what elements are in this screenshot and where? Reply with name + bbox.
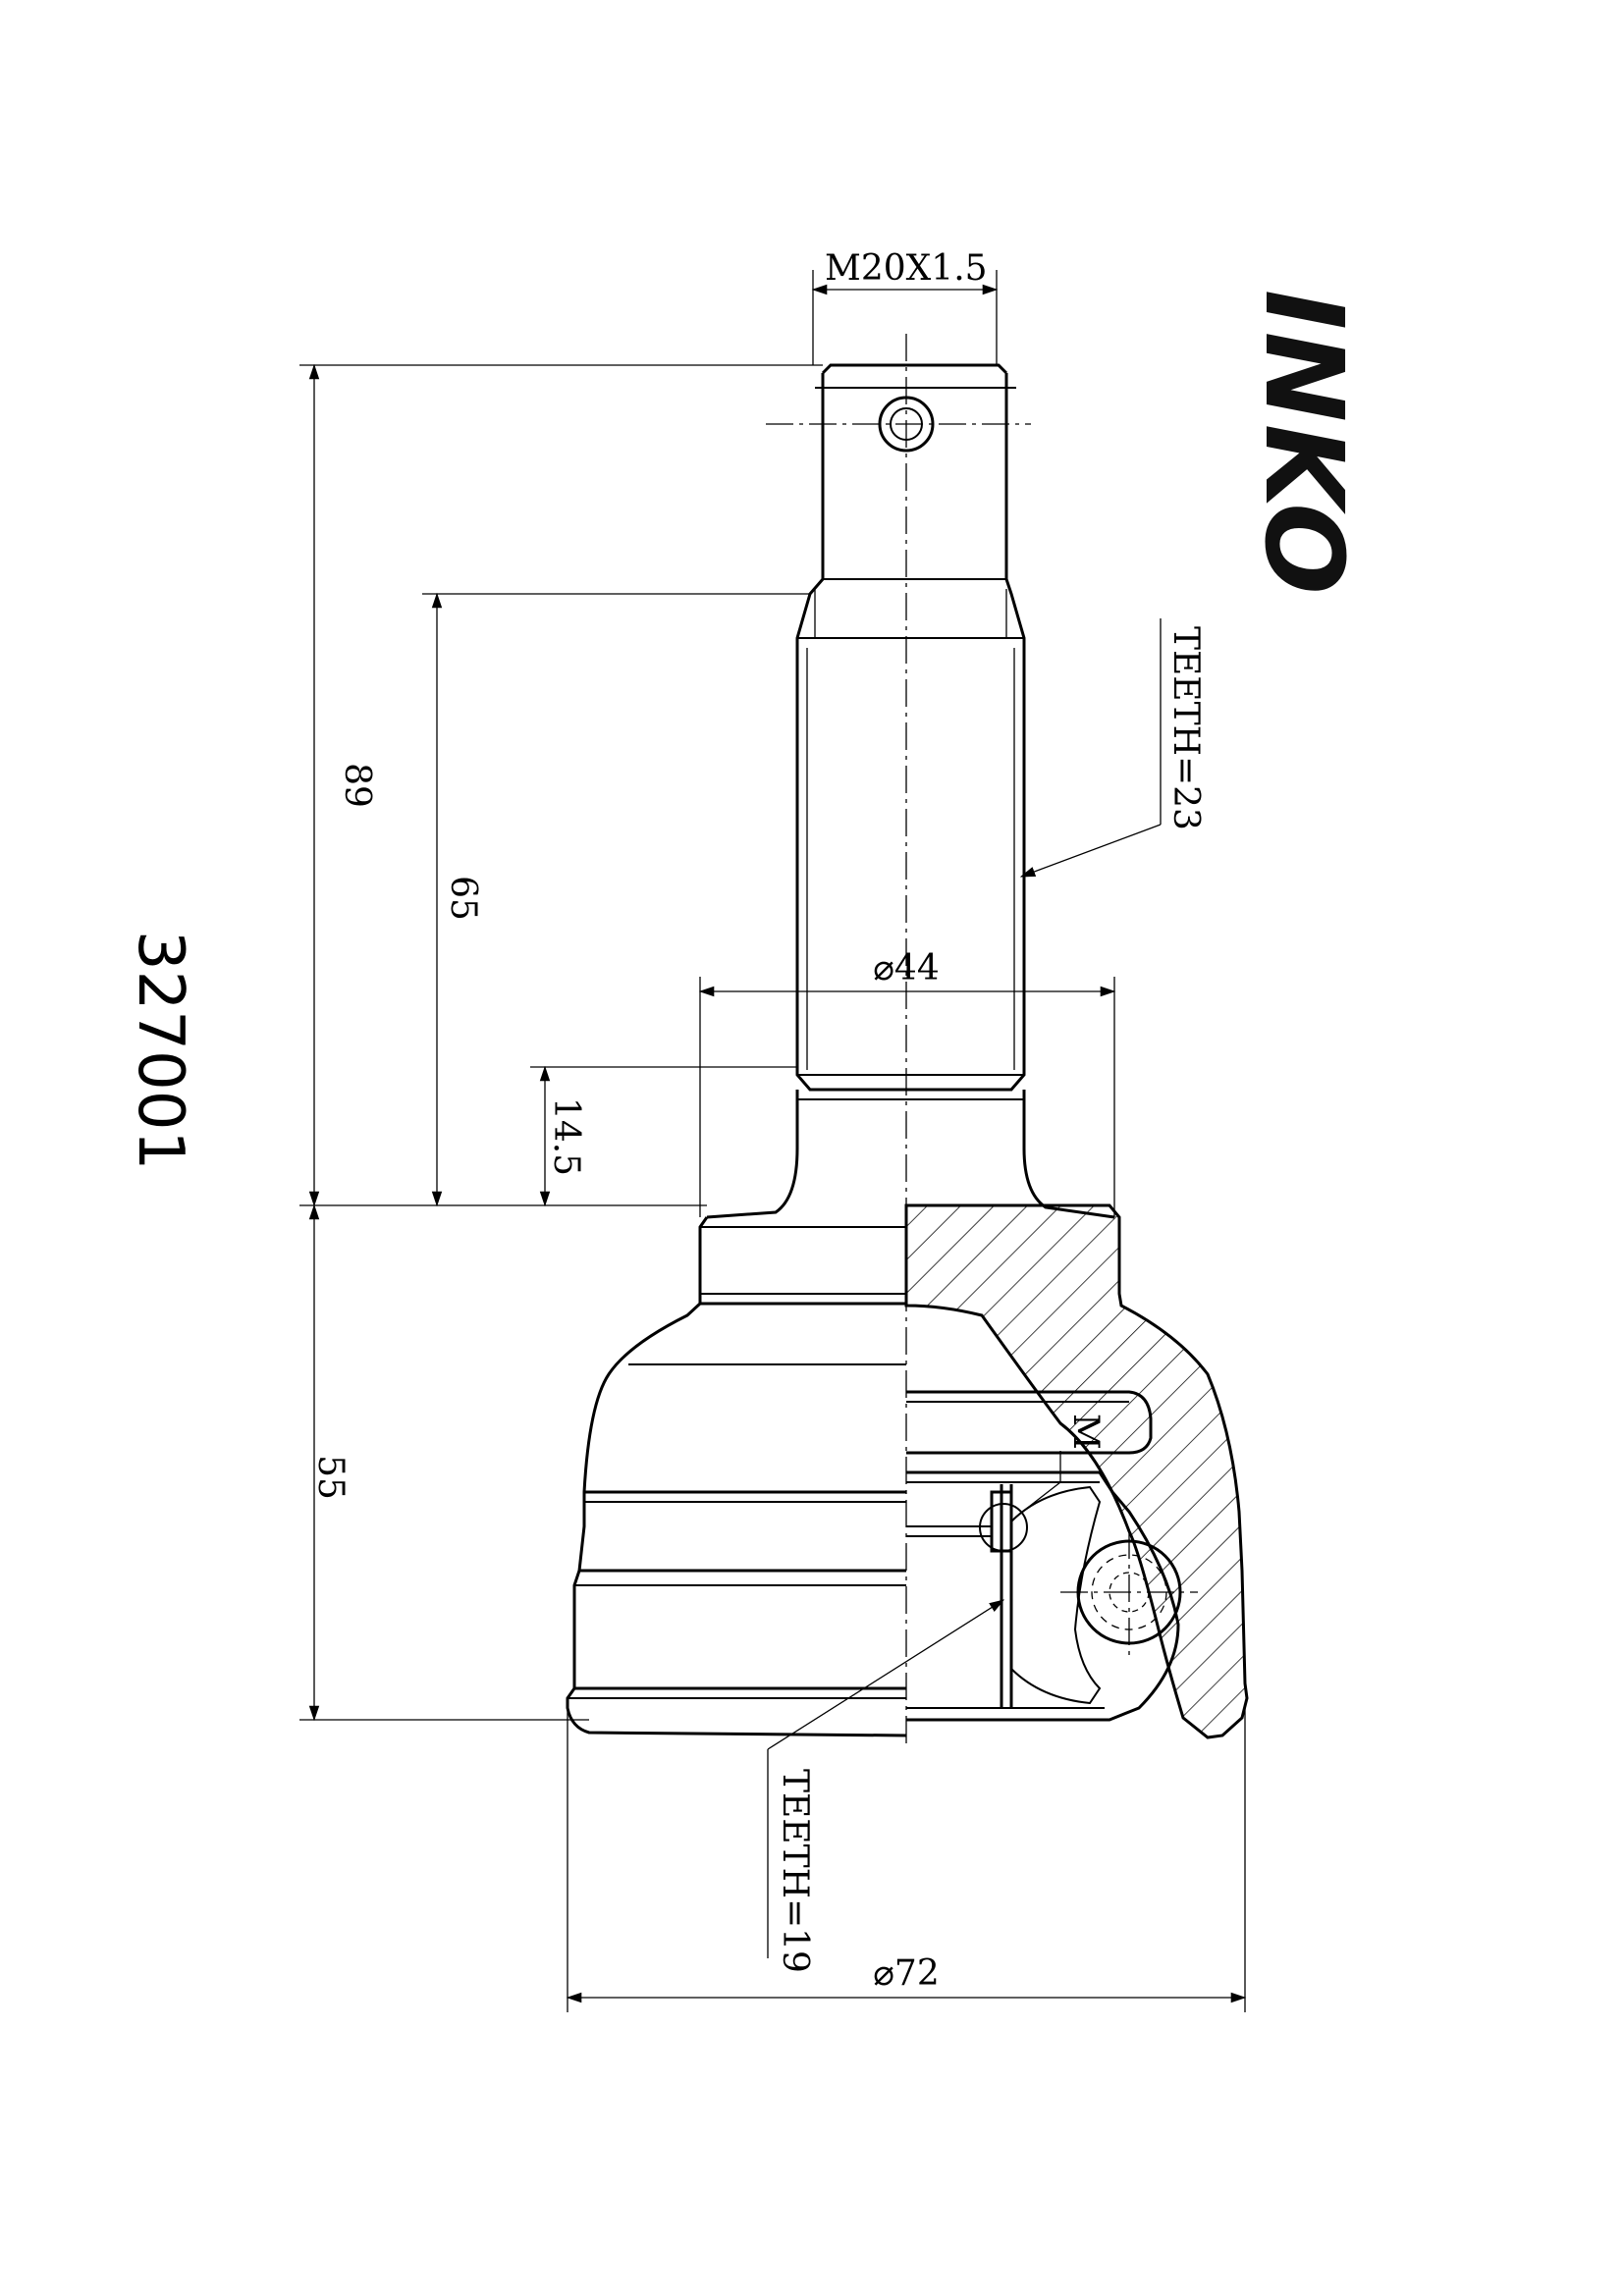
dim-total-length: 89 [299, 363, 823, 1207]
part-number: 327001 [124, 931, 196, 1170]
brand-logo: INKO [1241, 290, 1367, 597]
neck [706, 1090, 1115, 1219]
leader-detail-m: M [1015, 1414, 1106, 1518]
inner-teeth-label: TEETH=19 [775, 1769, 815, 1973]
dim-outer-diameter: ⌀72 [566, 1708, 1247, 2012]
detail-m-label: M [1065, 1414, 1106, 1450]
dim-shoulder-label: 14.5 [546, 1097, 586, 1176]
shaft-teeth-label: TEETH=23 [1165, 626, 1206, 830]
dim-body-length-label: 55 [310, 1455, 351, 1500]
outer-race-body [566, 1216, 907, 1737]
dim-body-length: 55 [299, 1203, 589, 1722]
dim-shaft-length: 65 [422, 592, 810, 1207]
dim-thread: M20X1.5 [811, 248, 999, 365]
leader-shaft-teeth: TEETH=23 [1019, 618, 1206, 878]
dim-shoulder: 14.5 [530, 1065, 797, 1207]
brand-logo-text: INKO [1241, 290, 1367, 597]
splined-shaft [795, 578, 1026, 1092]
threaded-tip [766, 363, 1031, 580]
dim-outer-diameter-label: ⌀72 [873, 1953, 939, 1994]
dim-shoulder-diameter: ⌀44 [698, 948, 1116, 1217]
dim-shaft-length-label: 65 [443, 876, 483, 921]
dim-shoulder-diameter-label: ⌀44 [873, 948, 939, 988]
dim-thread-label: M20X1.5 [825, 248, 988, 289]
dim-total-length-label: 89 [337, 763, 377, 808]
detail-m-circle [979, 1503, 1028, 1552]
leader-inner-teeth: TEETH=19 [767, 1599, 1005, 1973]
section-view [904, 1203, 1249, 1739]
